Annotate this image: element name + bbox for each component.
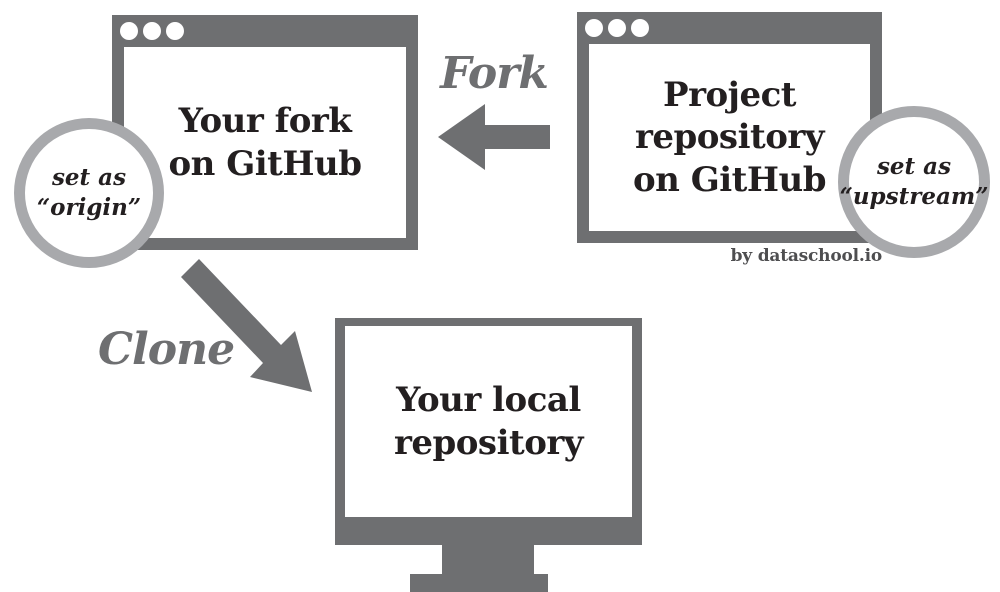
fork-window-title-line2: on GitHub (168, 143, 362, 184)
window-dot (166, 22, 184, 40)
monitor-stand-neck (442, 545, 534, 574)
fork-window-body: Your fork on GitHub (124, 47, 406, 238)
monitor-screen: Your local repository (345, 326, 632, 517)
project-window-body: Project repository on GitHub (589, 44, 870, 231)
window-dot (143, 22, 161, 40)
window-dot (631, 19, 649, 37)
project-window-title-line1: Project (663, 74, 797, 115)
upstream-badge-line1: set as (876, 153, 952, 181)
monitor-stand-base (410, 574, 548, 592)
origin-badge: set as “origin” (14, 118, 164, 268)
window-dot (608, 19, 626, 37)
credit-text: by dataschool.io (730, 246, 883, 266)
clone-arrow-label: Clone (98, 324, 235, 375)
project-window: Project repository on GitHub (577, 12, 882, 243)
origin-badge-line2: “origin” (36, 194, 142, 221)
fork-window-titlebar (112, 15, 418, 47)
upstream-badge-line2: “upstream” (839, 183, 989, 210)
local-repo-title-line2: repository (393, 422, 584, 463)
upstream-badge: set as “upstream” (838, 106, 990, 258)
project-window-title-line2: repository (634, 117, 825, 158)
fork-arrow-label: Fork (440, 48, 549, 99)
fork-window: Your fork on GitHub (112, 15, 418, 250)
origin-badge-line1: set as (51, 164, 127, 192)
project-window-titlebar (577, 12, 882, 44)
window-dot (120, 22, 138, 40)
fork-window-title-line1: Your fork (178, 101, 352, 141)
monitor: Your local repository (335, 318, 642, 545)
project-window-title-line3: on GitHub (632, 159, 827, 200)
local-repo-title-line1: Your local (396, 380, 581, 420)
fork-arrow-icon (438, 104, 550, 170)
window-dot (585, 19, 603, 37)
